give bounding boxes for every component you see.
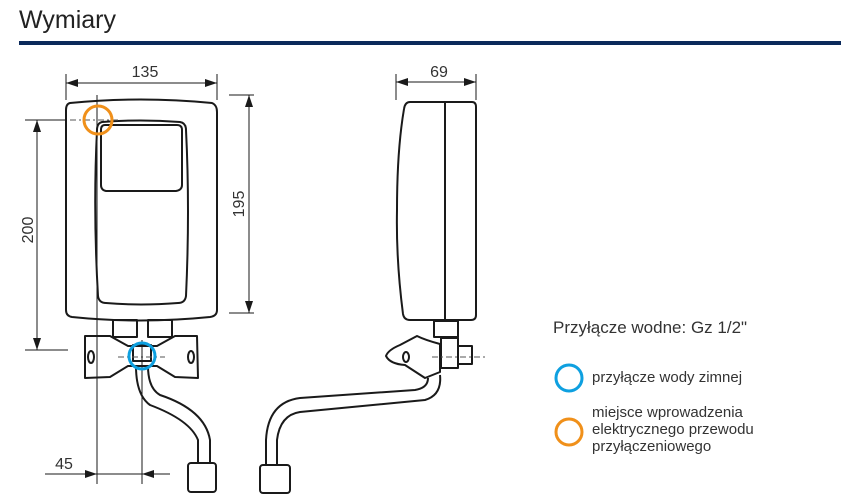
legend-blue-circle-icon bbox=[554, 363, 584, 393]
dimension-200-label: 200 bbox=[20, 217, 37, 244]
section-title: Wymiary bbox=[19, 6, 116, 34]
side-view: 69 bbox=[259, 64, 487, 494]
dimension-135-label: 135 bbox=[132, 64, 159, 81]
dimension-45-label: 45 bbox=[55, 456, 73, 473]
legend-item-electrical-entry: miejsce wprowadzenia elektrycznego przew… bbox=[592, 404, 754, 455]
electrical-entry-marker bbox=[82, 104, 114, 136]
front-view: 135 195 200 45 bbox=[20, 64, 254, 493]
title-divider bbox=[19, 41, 841, 45]
dimension-195-label: 195 bbox=[231, 191, 248, 218]
dimension-69-label: 69 bbox=[430, 64, 448, 81]
cold-water-marker bbox=[127, 341, 157, 371]
legend-orange-circle-icon bbox=[554, 417, 584, 447]
legend-item-cold-water: przyłącze wody zimnej bbox=[592, 369, 743, 386]
water-connection-spec: Przyłącze wodne: Gz 1/2" bbox=[553, 318, 748, 337]
